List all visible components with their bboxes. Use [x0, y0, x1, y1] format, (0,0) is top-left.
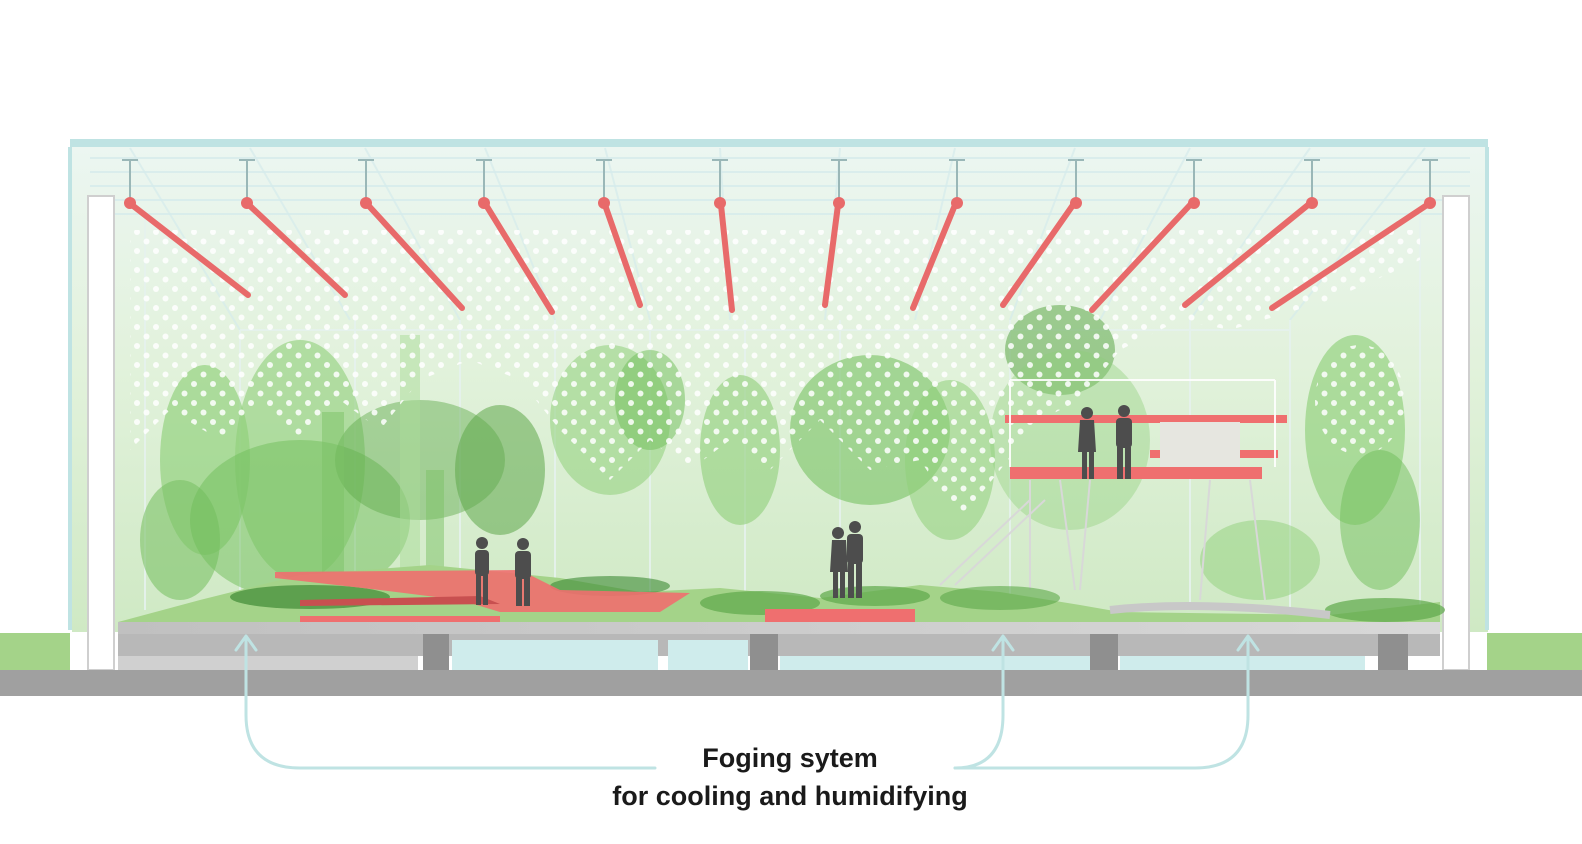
mist-nozzles: [122, 159, 1438, 315]
mist-nozzle-icon: [712, 159, 728, 198]
mist-nozzle-icon: [831, 159, 847, 198]
right-column: [1442, 195, 1470, 671]
fog-arrows: [234, 634, 1260, 770]
mist-nozzle-icon: [1186, 159, 1202, 198]
person-silhouette-icon: [515, 538, 531, 606]
mist-nozzle-icon: [122, 159, 138, 198]
mist-nozzle-icon: [239, 159, 255, 198]
caption-title: Foging sytem: [702, 743, 878, 773]
mist-nozzle-icon: [1068, 159, 1084, 198]
person-silhouette-icon: [475, 537, 489, 605]
mist-nozzle-icon: [476, 159, 492, 198]
mist-nozzle-icon: [1304, 159, 1320, 198]
left-column: [87, 195, 115, 671]
person-silhouette-icon: [1116, 405, 1132, 479]
person-silhouette-icon: [1078, 407, 1096, 479]
person-silhouette-icon: [830, 527, 848, 598]
mist-nozzle-icon: [596, 159, 612, 198]
foundation: [0, 622, 1582, 696]
caption-subtitle: for cooling and humidifying: [612, 781, 968, 811]
up-arrow-icon: [244, 638, 657, 770]
mist-nozzle-icon: [358, 159, 374, 198]
elevated-platform: [939, 379, 1287, 601]
people: [475, 405, 1132, 606]
up-arrow-icon: [953, 638, 1250, 770]
mist-nozzle-icon: [1422, 159, 1438, 198]
mist-nozzle-icon: [949, 159, 965, 198]
person-silhouette-icon: [847, 521, 863, 598]
